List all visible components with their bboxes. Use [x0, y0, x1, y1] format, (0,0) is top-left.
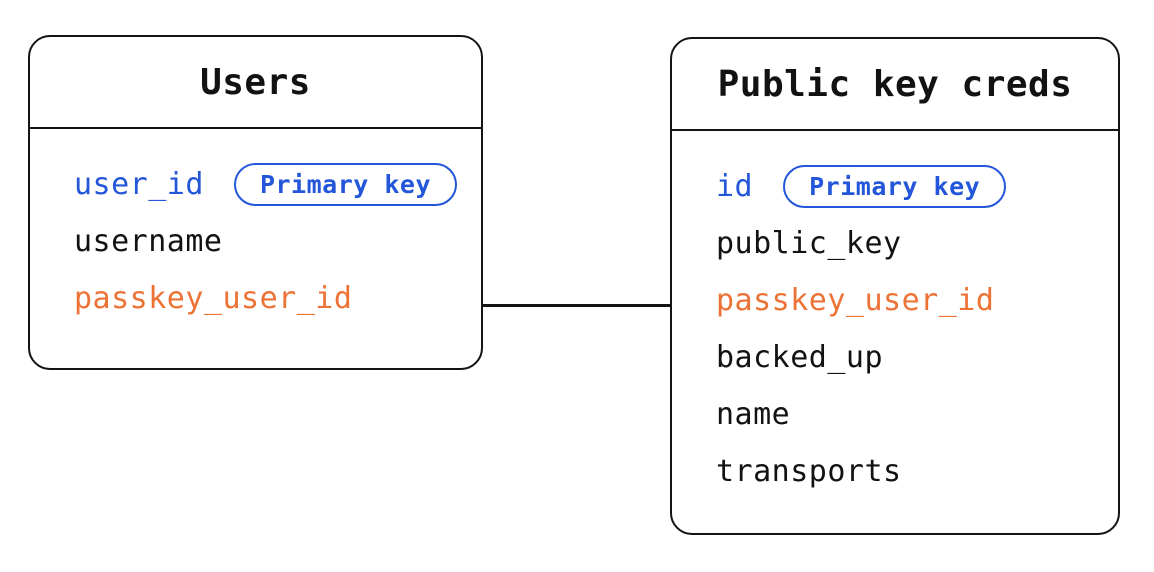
field-username: username: [74, 224, 223, 259]
field-row-passkey-user-id: passkey_user_id: [74, 270, 481, 327]
field-row-user-id: user_id Primary key: [74, 156, 481, 213]
field-row-name: name: [716, 386, 1118, 443]
primary-key-badge: Primary key: [233, 163, 458, 206]
field-row-username: username: [74, 213, 481, 270]
relationship-line: [483, 304, 670, 307]
field-row-id: id Primary key: [716, 158, 1118, 215]
field-passkey-user-id: passkey_user_id: [716, 283, 995, 318]
field-passkey-user-id: passkey_user_id: [74, 281, 353, 316]
field-backed-up: backed_up: [716, 340, 884, 375]
field-public-key: public_key: [716, 226, 902, 261]
field-row-passkey-user-id: passkey_user_id: [716, 272, 1118, 329]
table-users-title: Users: [200, 61, 311, 103]
table-public-key-creds-header: Public key creds: [672, 39, 1118, 131]
table-users-header: Users: [30, 37, 481, 129]
field-row-transports: transports: [716, 443, 1118, 500]
table-public-key-creds-fields: id Primary key public_key passkey_user_i…: [672, 131, 1118, 500]
table-users-fields: user_id Primary key username passkey_use…: [30, 129, 481, 327]
field-name: name: [716, 397, 791, 432]
field-user-id: user_id: [74, 167, 204, 202]
primary-key-badge: Primary key: [783, 165, 1007, 208]
table-public-key-creds: Public key creds id Primary key public_k…: [670, 37, 1120, 535]
field-transports: transports: [716, 454, 902, 489]
table-public-key-creds-title: Public key creds: [717, 63, 1073, 105]
field-row-backed-up: backed_up: [716, 329, 1118, 386]
field-id: id: [716, 169, 754, 204]
field-row-public-key: public_key: [716, 215, 1118, 272]
table-users: Users user_id Primary key username passk…: [28, 35, 483, 370]
